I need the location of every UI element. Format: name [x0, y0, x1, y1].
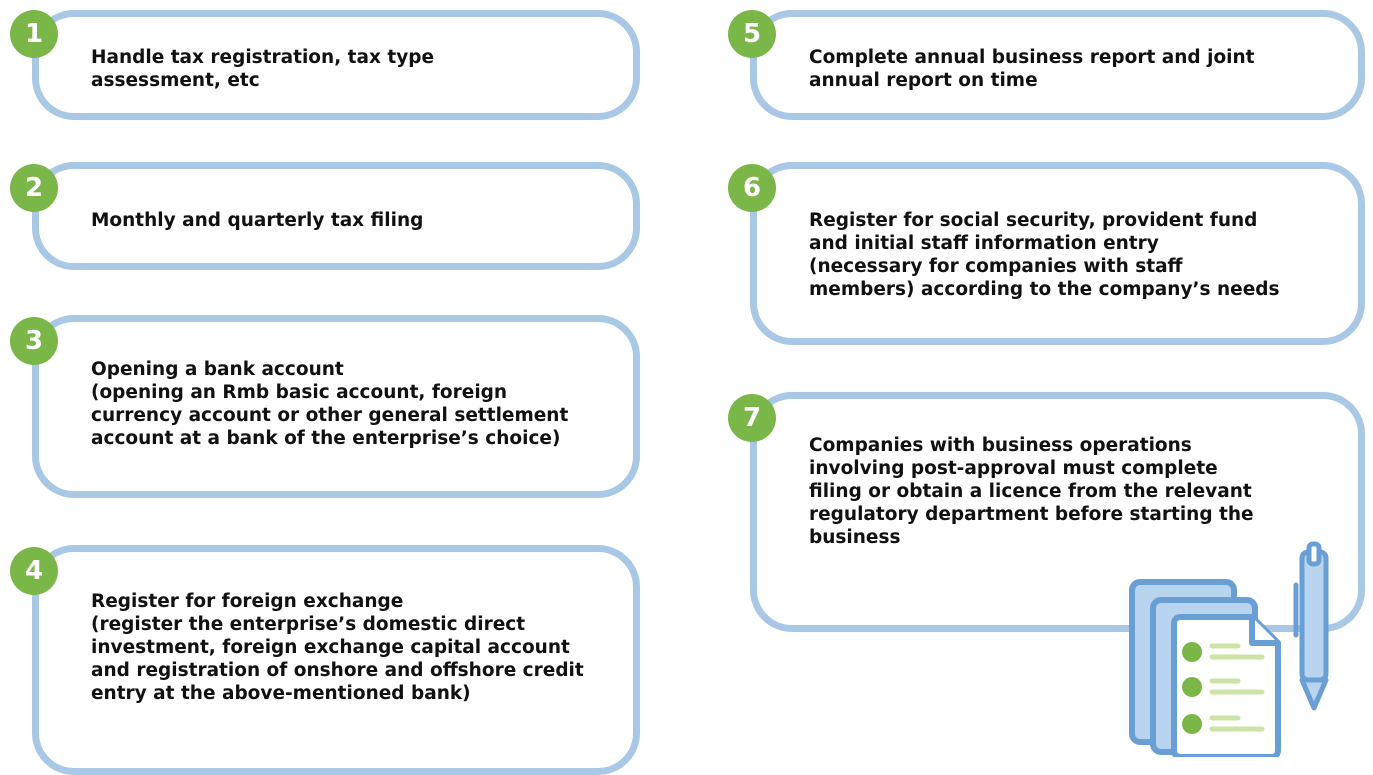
step-badge-3: 3	[10, 317, 58, 365]
step-badge-4: 4	[10, 547, 58, 595]
step-badge-5: 5	[728, 10, 776, 58]
step-card-7: Companies with business operations invol…	[750, 392, 1365, 632]
documents-with-pen-icon	[1129, 541, 1329, 757]
step-card-5: Complete annual business report and join…	[750, 10, 1365, 120]
pen-icon	[1293, 541, 1329, 711]
step-badge-7: 7	[728, 394, 776, 442]
step-card-6: Register for social security, provident …	[750, 162, 1365, 345]
step-badge-2: 2	[10, 164, 58, 212]
step-badge-1: 1	[10, 10, 58, 58]
step-text-3: Opening a bank account (opening an Rmb b…	[91, 359, 569, 449]
step-card-2: Monthly and quarterly tax filing	[32, 162, 640, 270]
step-text-7: Companies with business operations invol…	[809, 435, 1254, 548]
step-card-1: Handle tax registration, tax type assess…	[32, 10, 640, 120]
step-text-6: Register for social security, provident …	[809, 210, 1280, 300]
step-text-4: Register for foreign exchange (register …	[91, 591, 584, 704]
step-text-1: Handle tax registration, tax type assess…	[91, 47, 435, 91]
step-card-3: Opening a bank account (opening an Rmb b…	[32, 315, 640, 498]
step-text-2: Monthly and quarterly tax filing	[91, 210, 424, 231]
step-text-5: Complete annual business report and join…	[809, 47, 1255, 91]
step-badge-6: 6	[728, 164, 776, 212]
step-card-4: Register for foreign exchange (register …	[32, 545, 640, 775]
front-document-icon	[1171, 614, 1281, 757]
